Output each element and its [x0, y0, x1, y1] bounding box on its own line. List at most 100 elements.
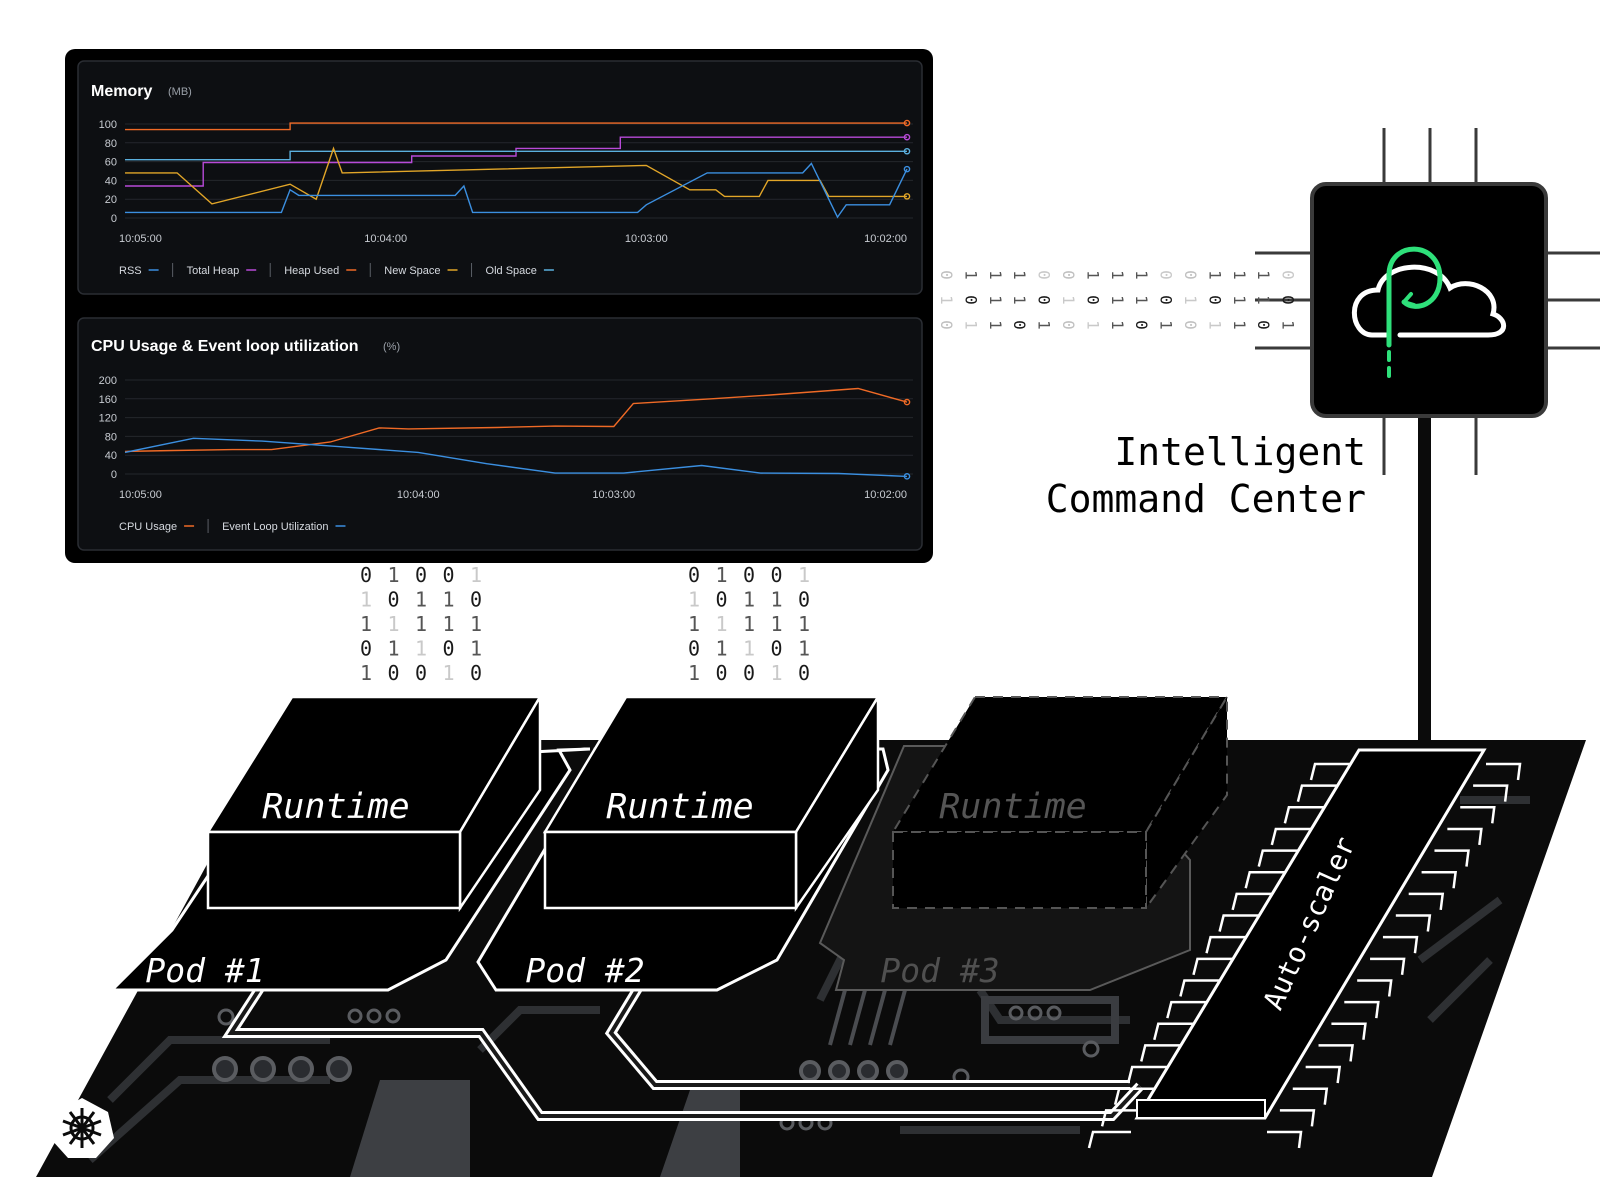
y-tick-label: 200	[99, 375, 117, 387]
chip-pin	[1382, 935, 1419, 954]
chip-pin	[1279, 1109, 1316, 1127]
bit-digit: 1	[1059, 295, 1078, 305]
series-line-rss	[125, 162, 908, 219]
bit-digit: 0	[1279, 295, 1298, 305]
pod-2[interactable]: Runtime Pod #2	[476, 692, 890, 992]
bit-digit: 0	[1157, 270, 1176, 280]
chip-pin	[1153, 1022, 1197, 1041]
bit-digit: 1	[743, 612, 755, 636]
y-tick-label: 0	[111, 469, 117, 481]
chip-pin	[1270, 827, 1314, 846]
runtime-label-2: Runtime	[606, 787, 754, 827]
bit-digit: 0	[360, 563, 372, 587]
runtime-box-3	[891, 693, 1229, 912]
bit-digit: 0	[798, 588, 810, 612]
bit-digit: 1	[470, 612, 482, 636]
bit-digit: 1	[1132, 295, 1151, 305]
bit-digit: 1	[1083, 320, 1102, 330]
series-end-point	[903, 119, 911, 127]
bit-digit: 1	[1230, 295, 1249, 305]
chip-pin	[1087, 1130, 1131, 1149]
bit-digit: 0	[770, 563, 782, 587]
chip-pin	[1292, 1087, 1329, 1105]
bit-digit: 0	[1181, 270, 1200, 280]
bit-digit: 1	[1108, 320, 1127, 330]
pod-label-3: Pod #3	[880, 951, 999, 990]
bit-digit: 0	[1083, 295, 1102, 305]
bit-digit: 0	[387, 661, 399, 685]
bit-digit: 1	[1157, 320, 1176, 330]
bit-digit: 1	[1181, 295, 1200, 305]
bit-digit: 0	[688, 563, 700, 587]
autoscaler-chip[interactable]: Auto-scaler	[1087, 748, 1522, 1149]
series-end-point	[903, 398, 911, 406]
bit-digit: 1	[961, 270, 980, 280]
chip-pin	[1395, 914, 1432, 932]
bit-digit: 1	[688, 612, 700, 636]
series-line-cpu-usage	[124, 387, 908, 453]
bit-digit: 0	[1059, 270, 1078, 280]
chip-pin	[1318, 1044, 1354, 1062]
chip-pin	[1126, 1065, 1171, 1084]
y-tick-label: 80	[105, 138, 117, 150]
series-line-heap-used	[125, 122, 907, 131]
bit-digit: 1	[360, 612, 372, 636]
pod-1[interactable]: Runtime Pod #1	[108, 692, 591, 992]
memory-title: Memory	[91, 83, 152, 100]
bit-digit: 0	[442, 563, 454, 587]
bit-digit: 1	[770, 588, 782, 612]
y-tick-label: 40	[105, 175, 117, 187]
bit-digit: 1	[770, 661, 782, 685]
chip-pin	[1447, 827, 1483, 846]
x-tick-label: 10:04:00	[397, 489, 440, 501]
chip-pin	[1408, 892, 1445, 911]
bit-digit: 0	[470, 661, 482, 685]
bit-digit: 1	[743, 588, 755, 612]
series-end-point	[903, 133, 911, 141]
bit-digit: 1	[798, 612, 810, 636]
legend-label: Event Loop Utilization	[222, 521, 328, 533]
runtime-box-2	[542, 692, 881, 912]
pod-3[interactable]: Runtime Pod #3	[818, 693, 1229, 991]
chip-pin	[1267, 1130, 1303, 1149]
runtime-box-1	[205, 692, 543, 913]
chip-pin	[1192, 957, 1236, 976]
bit-digit: 1	[1205, 270, 1224, 280]
legend-label: RSS	[119, 265, 142, 277]
chip-pin	[1305, 1065, 1342, 1084]
bit-digit: 0	[937, 320, 956, 330]
command-center-label-line2: Command Center	[1046, 477, 1366, 521]
legend-label: Old Space	[486, 265, 537, 277]
chip-pin	[1486, 762, 1522, 781]
bit-digit: 1	[715, 563, 727, 587]
bit-digit: 1	[1108, 270, 1127, 280]
x-tick-label: 10:03:00	[625, 233, 668, 245]
memory-unit: (MB)	[168, 86, 192, 98]
bit-digit: 1	[937, 295, 956, 305]
bit-digit: 0	[1059, 320, 1078, 330]
chip-pin	[1205, 935, 1249, 954]
bit-digit: 0	[415, 563, 427, 587]
bit-digit: 0	[715, 588, 727, 612]
bit-digit: 0	[1035, 295, 1054, 305]
series-end-point	[903, 473, 911, 480]
chip-pin	[1434, 849, 1470, 867]
bit-digit: 1	[743, 637, 755, 661]
bit-digit: 0	[715, 661, 727, 685]
bit-digit: 1	[798, 563, 810, 587]
cpu-title: CPU Usage & Event loop utilization	[91, 338, 359, 355]
bit-digit: 0	[1157, 295, 1176, 305]
bit-digit: 0	[1035, 270, 1054, 280]
series-end-point	[903, 147, 911, 155]
series-line-total-heap	[125, 136, 907, 187]
y-tick-label: 20	[105, 194, 117, 206]
command-center-chip[interactable]	[1255, 128, 1600, 475]
chip-pin	[1421, 870, 1458, 889]
platformatic-cloud-icon	[1352, 246, 1507, 378]
series-line-old-space	[125, 150, 907, 161]
series-line-new-space	[125, 146, 907, 205]
bit-digit: 1	[442, 661, 454, 685]
